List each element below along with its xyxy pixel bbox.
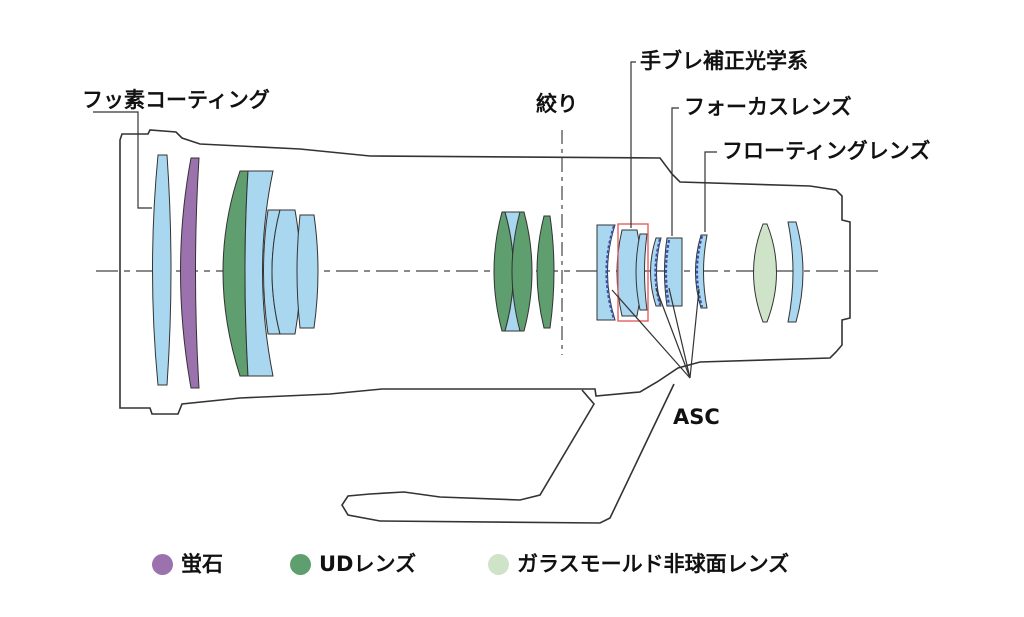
- leader-focus-lens: [671, 107, 679, 236]
- asc-coating-4: [695, 235, 704, 308]
- legend-item-fluorite: 蛍石: [152, 551, 223, 577]
- label-fluorine-coating: フッ素コーティング: [82, 88, 270, 112]
- legend-item-gmo-aspherical: ガラスモールド非球面レンズ: [488, 551, 789, 577]
- fluorite-swatch-icon: [152, 553, 173, 575]
- legend-label: UDレンズ: [319, 551, 417, 576]
- leader-fluorine-coating: [93, 111, 152, 209]
- lens-element-7: [296, 214, 319, 329]
- lens-element-3-ud: [222, 170, 249, 377]
- legend-item-ud: UDレンズ: [290, 551, 416, 577]
- ud-swatch-icon: [290, 553, 311, 575]
- leader-asc: [611, 287, 700, 379]
- asc-coating-1: [605, 225, 616, 320]
- lens-element-15: [650, 237, 662, 307]
- asc-coating-3: [664, 239, 671, 306]
- label-image-stabilizer: 手ブレ補正光学系: [640, 49, 808, 73]
- lens-element-10-ud: [511, 211, 533, 332]
- lens-element-19: [787, 221, 804, 323]
- label-floating-lens: フローティングレンズ: [722, 139, 931, 163]
- lens-element-14: [635, 233, 648, 311]
- lens-element-2-fluorite: [180, 157, 200, 389]
- leader-floating-lens: [704, 151, 717, 232]
- lens-element-1: [152, 154, 172, 386]
- gmo-aspherical-swatch-icon: [488, 553, 509, 575]
- asc-coating-2: [654, 238, 662, 306]
- legend-label: ガラスモールド非球面レンズ: [517, 551, 790, 576]
- lens-element-18-gmo-aspherical: [753, 223, 777, 323]
- label-aperture: 絞り: [536, 92, 578, 116]
- lens-barrel-outline: [119, 129, 851, 415]
- legend-label: 蛍石: [181, 551, 223, 576]
- label-asc: ASC: [673, 405, 720, 429]
- tripod-foot-outline: [341, 383, 675, 524]
- lens-element-11-ud: [536, 215, 555, 329]
- label-focus-lens: フォーカスレンズ: [684, 95, 852, 119]
- leader-image-stabilizer: [630, 61, 636, 228]
- lens-element-6: [271, 209, 301, 335]
- image-stabilizer-box: [617, 223, 649, 322]
- lens-element-4: [244, 170, 274, 377]
